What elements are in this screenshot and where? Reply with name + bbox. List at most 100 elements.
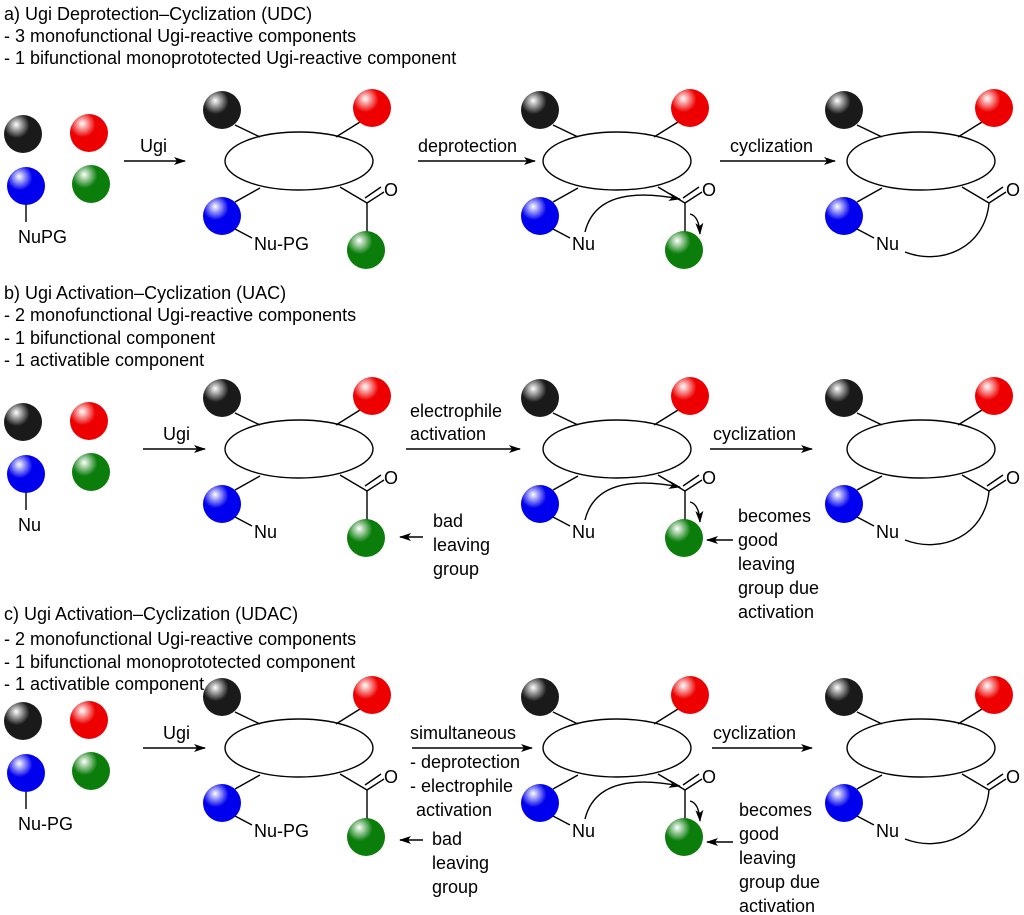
black-component-ball: [521, 91, 559, 129]
step2-label: - deprotection: [410, 752, 520, 772]
bond-line: [234, 774, 261, 790]
bad-leaving-group-note: leaving: [432, 853, 489, 873]
bond-line: [335, 409, 361, 426]
red-component-ball: [975, 377, 1013, 415]
carbonyl-oxygen-label: O: [1006, 767, 1020, 787]
bond-line: [335, 121, 361, 138]
section-bullet: - 3 monofunctional Ugi-reactive componen…: [4, 26, 356, 46]
good-leaving-group-note: activation: [738, 602, 814, 622]
ugi-arrow-label: Ugi: [163, 723, 190, 743]
bond-line: [234, 516, 253, 527]
bond-line: [961, 773, 990, 791]
black-component-ball: [825, 678, 863, 716]
good-leaving-group-note: group due: [738, 578, 819, 598]
bond-line: [657, 773, 686, 791]
section-bullet: - 2 monofunctional Ugi-reactive componen…: [4, 629, 356, 649]
bond-line: [234, 815, 253, 826]
bond-line: [339, 186, 368, 204]
carbonyl-double-bond: [684, 479, 703, 492]
nucleophilic-attack-arrow: [584, 192, 681, 233]
section-bullet: - 1 bifunctional component: [4, 328, 215, 348]
bond-line: [234, 187, 261, 203]
bond-line: [552, 228, 571, 239]
reactant-nucleophile-label: NuPG: [18, 227, 67, 247]
red-component-ball: [975, 676, 1013, 714]
green-component-ball: [665, 818, 703, 856]
bad-leaving-group-note: bad: [433, 511, 463, 531]
scaffold-ellipse: [224, 419, 374, 479]
red-reactant-ball: [70, 114, 108, 152]
step2-label: simultaneous: [410, 723, 516, 743]
bond-line: [657, 186, 686, 204]
scaffold-ellipse: [542, 419, 692, 479]
red-component-ball: [671, 676, 709, 714]
nucleophile-label: Nu-PG: [254, 234, 309, 254]
red-component-ball: [671, 89, 709, 127]
carbonyl-oxygen-label: O: [384, 468, 398, 488]
green-reactant-ball: [72, 165, 110, 203]
carbonyl-double-bond: [366, 479, 385, 492]
black-reactant-ball: [4, 702, 42, 740]
nucleophile-label: Nu: [876, 821, 899, 841]
bond-line: [856, 228, 875, 239]
nucleophilic-attack-arrow: [584, 779, 681, 820]
section-bullet: - 1 bifunctional monoprototected Ugi-rea…: [4, 48, 456, 68]
nucleophile-label: Nu: [572, 522, 595, 542]
section-bullet: - 1 activatible component: [4, 350, 204, 370]
carbonyl-double-bond: [988, 479, 1007, 492]
good-leaving-group-note: good: [739, 824, 779, 844]
bond-line: [552, 711, 579, 725]
reactant-nucleophile-label: Nu: [18, 515, 41, 535]
reactant-nucleophile-label: Nu-PG: [18, 814, 73, 834]
green-component-ball: [665, 519, 703, 557]
bond-line: [552, 815, 571, 826]
bond-line: [234, 412, 261, 426]
section-bullet: - 2 monofunctional Ugi-reactive componen…: [4, 305, 356, 325]
green-component-ball: [347, 519, 385, 557]
carbonyl-double-bond: [986, 186, 1004, 199]
carbonyl-double-bond: [684, 191, 703, 204]
section-c: c) Ugi Activation–Cyclization (UDAC)- 2 …: [4, 604, 1020, 915]
bond-line: [552, 774, 579, 790]
black-reactant-ball: [4, 403, 42, 441]
bond-line: [961, 186, 990, 204]
blue-component-ball: [521, 197, 559, 235]
black-component-ball: [203, 91, 241, 129]
scaffold-ellipse: [224, 131, 374, 191]
blue-component-ball: [825, 485, 863, 523]
ring-closure-bond: [904, 789, 990, 845]
blue-reactant-ball: [7, 167, 45, 205]
carbonyl-double-bond: [366, 778, 385, 791]
red-component-ball: [975, 89, 1013, 127]
carbonyl-oxygen-label: O: [702, 468, 716, 488]
blue-component-ball: [203, 197, 241, 235]
reaction-row: NuUgiNuOelectrophileactivationNuOcycliza…: [4, 377, 1020, 622]
good-leaving-group-note: group due: [739, 872, 820, 892]
carbonyl-double-bond: [364, 773, 382, 786]
section-heading: a) Ugi Deprotection–Cyclization (UDC): [4, 4, 312, 24]
nucleophile-label: Nu: [876, 522, 899, 542]
cyclization-label: cyclization: [713, 424, 796, 444]
bond-line: [552, 412, 579, 426]
red-component-ball: [353, 377, 391, 415]
ring-closure-bond: [904, 490, 990, 546]
scaffold-ellipse: [542, 131, 692, 191]
ugi-arrow-label: Ugi: [163, 424, 190, 444]
good-leaving-group-note: leaving: [738, 554, 795, 574]
red-component-ball: [353, 89, 391, 127]
black-component-ball: [521, 678, 559, 716]
reaction-row: NuPGUgiNu-PGOdeprotectionNuOcyclizationN…: [4, 89, 1020, 269]
bond-line: [335, 708, 361, 725]
nucleophile-label: Nu-PG: [254, 821, 309, 841]
black-component-ball: [203, 678, 241, 716]
scaffold-ellipse: [542, 718, 692, 778]
bond-line: [657, 474, 686, 492]
bond-line: [856, 516, 875, 527]
nucleophilic-attack-arrow: [584, 480, 681, 521]
step2-label: deprotection: [418, 136, 517, 156]
green-reactant-ball: [72, 453, 110, 491]
bond-line: [653, 409, 679, 426]
scaffold-ellipse: [846, 131, 996, 191]
